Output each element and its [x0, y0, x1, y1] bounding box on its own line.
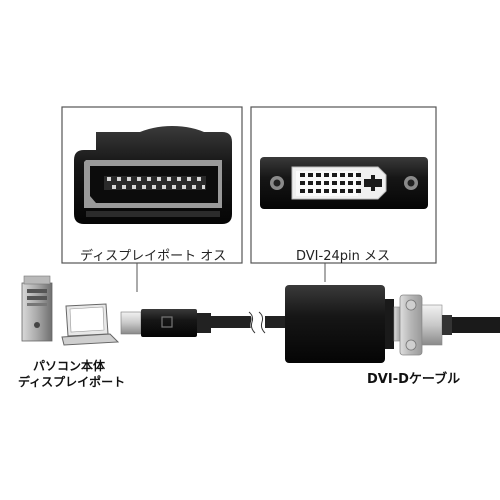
laptop-icon: [61, 303, 120, 346]
pc-label-line1: パソコン本体: [33, 359, 106, 373]
dvi-female-label: DVI-24pin メス: [296, 249, 390, 264]
desktop-pc-icon: [21, 275, 53, 342]
dvi-connector-icon: [260, 157, 428, 209]
dp-plug: [120, 309, 211, 337]
adapter-icon: [285, 285, 394, 363]
pc-label-line2: ディスプレイポート: [18, 375, 126, 389]
dvi-cable-label: DVI-Dケーブル: [367, 372, 461, 387]
cable: [210, 309, 290, 336]
dp-male-panel: [61, 106, 243, 264]
displayport-connector-icon: [74, 126, 232, 224]
dvi-plug-icon: [393, 294, 500, 356]
dvi-female-panel: [250, 106, 437, 264]
dp-male-label: ディスプレイポート オス: [80, 249, 227, 264]
